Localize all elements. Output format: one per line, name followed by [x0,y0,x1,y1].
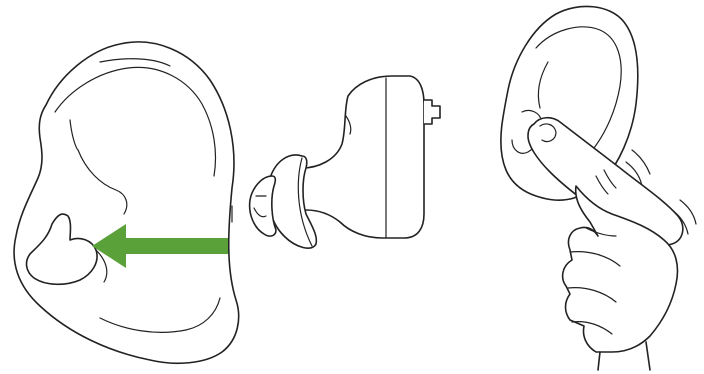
in-ear-device-icon [232,76,440,248]
hand-ear-icon [501,6,696,370]
ear-icon [14,42,239,363]
insert-arrow-icon [92,224,228,268]
